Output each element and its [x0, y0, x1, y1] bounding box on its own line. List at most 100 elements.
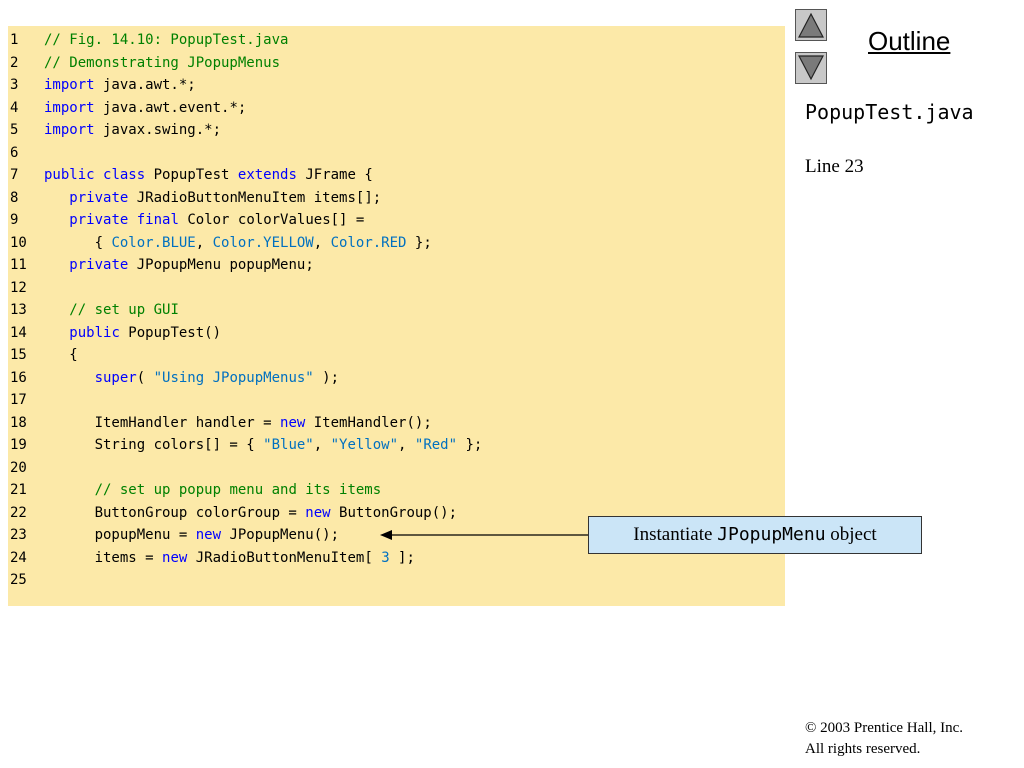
callout-box: Instantiate JPopupMenu object: [588, 516, 922, 554]
code-line: 5 import javax.swing.*;: [10, 119, 221, 141]
code-text: java.awt.*;: [94, 77, 196, 93]
code-text: items =: [44, 549, 163, 566]
code-line: 12: [10, 277, 44, 299]
line-number: 9: [10, 212, 19, 228]
code-keyword: private: [69, 189, 129, 206]
code-text: ,: [313, 437, 331, 453]
code-text: [44, 257, 69, 273]
code-line: 2// Demonstrating JPopupMenus: [10, 52, 280, 74]
copyright-symbol: ©: [805, 720, 817, 736]
line-number: 24: [10, 549, 27, 566]
callout-code: JPopupMenu: [717, 524, 826, 545]
code-keyword: public: [44, 167, 95, 183]
code-line: 9 private final Color colorValues[] =: [10, 209, 364, 231]
code-text: JPopupMenu popupMenu;: [128, 257, 314, 273]
line-number: 8: [10, 189, 19, 206]
code-text: [44, 370, 95, 386]
line-number: 25: [10, 572, 27, 588]
line-number: 22: [10, 504, 27, 521]
line-number: 7: [10, 167, 19, 183]
code-literal: 3: [381, 549, 390, 566]
code-literal: "Yellow": [330, 437, 399, 453]
code-line: 25: [10, 569, 44, 591]
code-text: ];: [389, 549, 415, 566]
code-text: [128, 212, 136, 228]
code-text: ItemHandler handler =: [44, 414, 281, 431]
code-line: 6: [10, 142, 44, 164]
line-number: 10: [10, 234, 27, 251]
code-literal: Color.BLUE: [111, 234, 196, 251]
previous-slide-button[interactable]: [795, 9, 827, 41]
line-number: 3: [10, 77, 19, 93]
line-number: 17: [10, 392, 27, 408]
code-text: JRadioButtonMenuItem items[];: [128, 189, 382, 206]
line-number: 6: [10, 144, 19, 161]
code-line: 15 {: [10, 344, 78, 366]
code-line: 23 popupMenu = new JPopupMenu();: [10, 524, 339, 546]
code-keyword: new: [162, 549, 188, 566]
code-text: popupMenu =: [44, 527, 196, 543]
code-keyword: private: [69, 212, 129, 228]
code-line: 18 ItemHandler handler = new ItemHandler…: [10, 412, 432, 434]
line-number: 5: [10, 122, 19, 138]
code-keyword: private: [69, 257, 129, 273]
code-line: 17: [10, 389, 44, 411]
code-line: 21 // set up popup menu and its items: [10, 479, 381, 501]
code-text: java.awt.event.*;: [94, 99, 247, 116]
line-number: 2: [10, 54, 19, 71]
code-text: ButtonGroup colorGroup =: [44, 504, 306, 521]
code-line: 14 public PopupTest(): [10, 322, 221, 344]
code-keyword: super: [94, 369, 137, 386]
code-text: (: [136, 369, 154, 386]
code-text: [44, 212, 69, 228]
code-keyword: new: [280, 414, 306, 431]
code-text: ,: [398, 437, 415, 453]
code-keyword: new: [305, 504, 331, 521]
code-line: 8 private JRadioButtonMenuItem items[];: [10, 187, 381, 209]
code-text: PopupTest: [145, 167, 238, 183]
code-literal: Color.YELLOW: [212, 234, 314, 251]
code-text: [44, 190, 69, 206]
code-text: );: [313, 369, 340, 386]
code-text: JRadioButtonMenuItem[: [187, 549, 382, 566]
code-text: [44, 325, 69, 341]
code-text: [44, 482, 95, 498]
code-comment: // set up popup menu and its items: [94, 482, 382, 498]
code-keyword: extends: [237, 167, 297, 183]
code-text: javax.swing.*;: [94, 122, 222, 138]
outline-link[interactable]: Outline: [868, 26, 951, 56]
code-literal: "Using JPopupMenus": [153, 369, 314, 386]
line-number: 23: [10, 527, 27, 543]
code-keyword: import: [44, 77, 95, 93]
callout-text-after: object: [825, 524, 877, 545]
code-text: {: [44, 347, 78, 363]
line-number: 20: [10, 459, 27, 476]
triangle-down-icon: [798, 55, 824, 81]
code-line: 22 ButtonGroup colorGroup = new ButtonGr…: [10, 502, 457, 524]
next-slide-button[interactable]: [795, 52, 827, 84]
code-text: ButtonGroup();: [330, 504, 458, 521]
code-text: JPopupMenu();: [221, 527, 340, 543]
code-text: ,: [313, 234, 331, 251]
line-reference: Line 23: [805, 156, 864, 177]
code-keyword: new: [195, 527, 222, 543]
code-keyword: public: [69, 324, 120, 341]
code-keyword: import: [44, 122, 95, 138]
code-keyword: import: [44, 99, 95, 116]
copyright-text: 2003 Prentice Hall, Inc.: [816, 720, 964, 736]
line-number: 11: [10, 257, 27, 273]
code-keyword: final: [136, 212, 179, 228]
code-literal: "Blue": [263, 437, 314, 453]
file-name: PopupTest.java: [805, 100, 974, 124]
code-comment: // set up GUI: [69, 302, 179, 318]
code-line: 16 super( "Using JPopupMenus" );: [10, 367, 339, 389]
code-text: };: [406, 234, 432, 251]
code-line: 11 private JPopupMenu popupMenu;: [10, 254, 314, 276]
callout-arrow: [380, 530, 588, 540]
code-text: ItemHandler();: [305, 414, 432, 431]
code-panel: [8, 26, 785, 606]
line-number: 16: [10, 369, 27, 386]
code-line: 3 import java.awt.*;: [10, 74, 196, 96]
